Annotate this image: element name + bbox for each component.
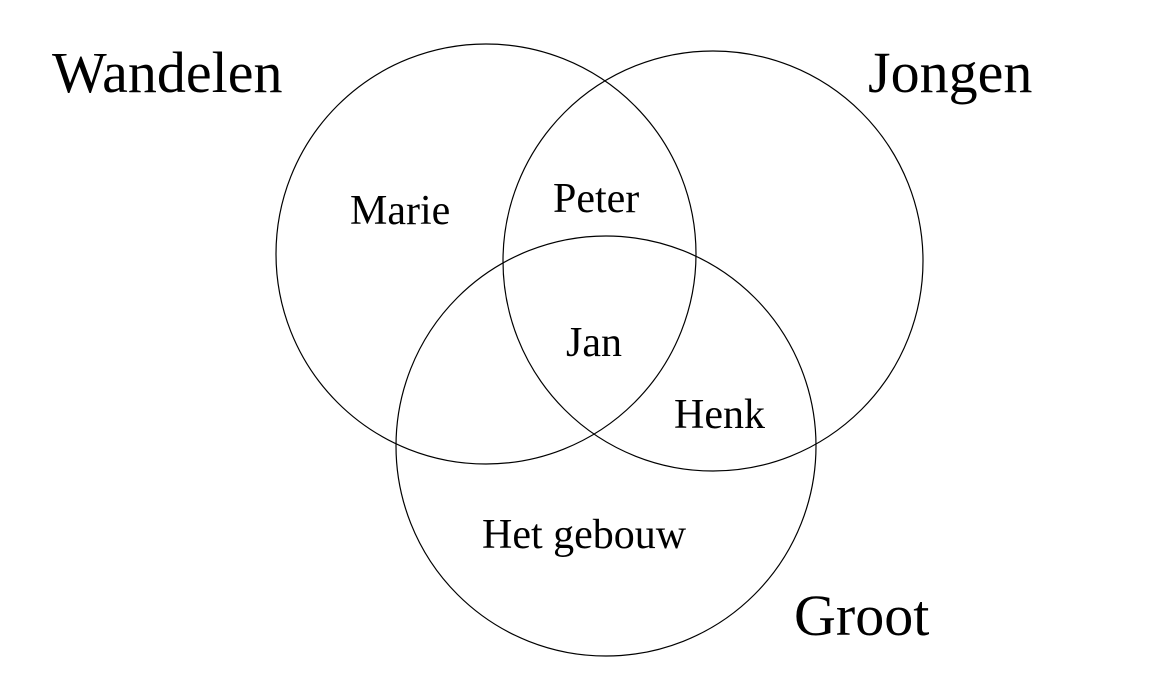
set-label-wandelen: Wandelen [52, 40, 282, 105]
set-label-jongen: Jongen [868, 40, 1032, 105]
member-label-henk: Henk [674, 392, 765, 438]
member-label-jan: Jan [566, 320, 622, 366]
member-label-marie: Marie [350, 188, 450, 234]
circle-wandelen [275, 43, 697, 465]
set-label-groot: Groot [794, 583, 929, 648]
circle-groot [395, 235, 817, 657]
circle-jongen [502, 50, 924, 472]
member-label-peter: Peter [553, 176, 639, 222]
member-label-het-gebouw: Het gebouw [482, 512, 687, 558]
